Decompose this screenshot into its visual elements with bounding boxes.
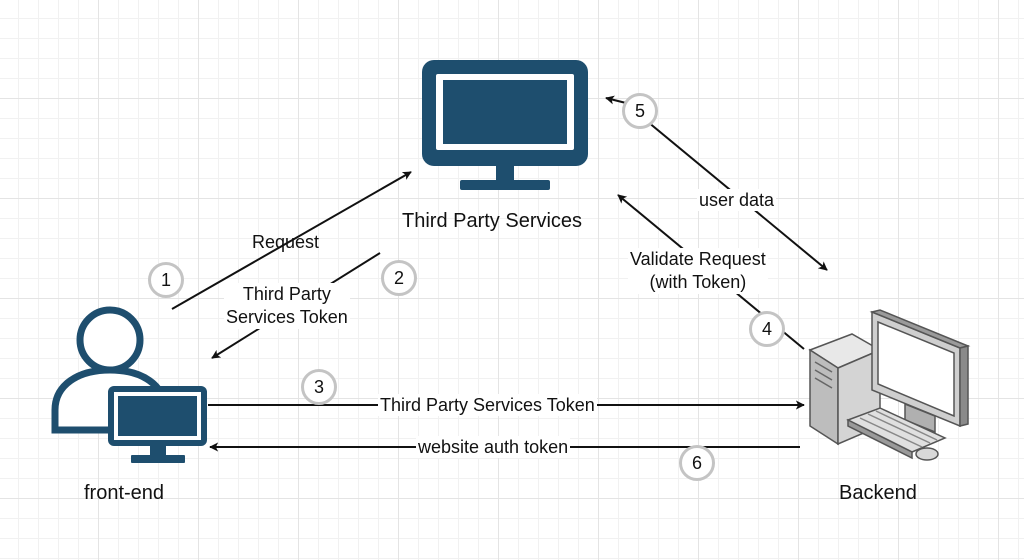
step-badge-3: 3 <box>301 369 337 405</box>
step-badge-2: 2 <box>381 260 417 296</box>
third-party-token-label-line2: Services Token <box>226 307 348 327</box>
user-data-label: user data <box>697 189 777 211</box>
front-end-monitor-icon <box>108 386 207 463</box>
validate-request-label-line2: (with Token) <box>649 272 747 292</box>
validate-request-label: Validate Request (with Token) <box>628 248 768 294</box>
backend-label: Backend <box>839 482 917 504</box>
step-badge-5: 5 <box>622 93 658 129</box>
step-badge-1: 1 <box>148 262 184 298</box>
third-party-monitor-icon <box>422 60 588 190</box>
step-badge-4: 4 <box>749 311 785 347</box>
token-to-backend-label: Third Party Services Token <box>378 394 597 416</box>
request-label: Request <box>252 232 320 252</box>
backend-computer-icon <box>808 309 971 461</box>
step-badge-6: 6 <box>679 445 715 481</box>
front-end-label: front-end <box>84 482 165 504</box>
validate-request-label-line1: Validate Request <box>630 249 766 269</box>
third-party-services-label: Third Party Services <box>402 210 583 232</box>
request-arrow <box>171 171 412 310</box>
auth-token-label: website auth token <box>416 436 571 458</box>
third-party-token-label-line1: Third Party <box>242 284 331 304</box>
third-party-token-label: Third Party Services Token <box>224 283 350 329</box>
